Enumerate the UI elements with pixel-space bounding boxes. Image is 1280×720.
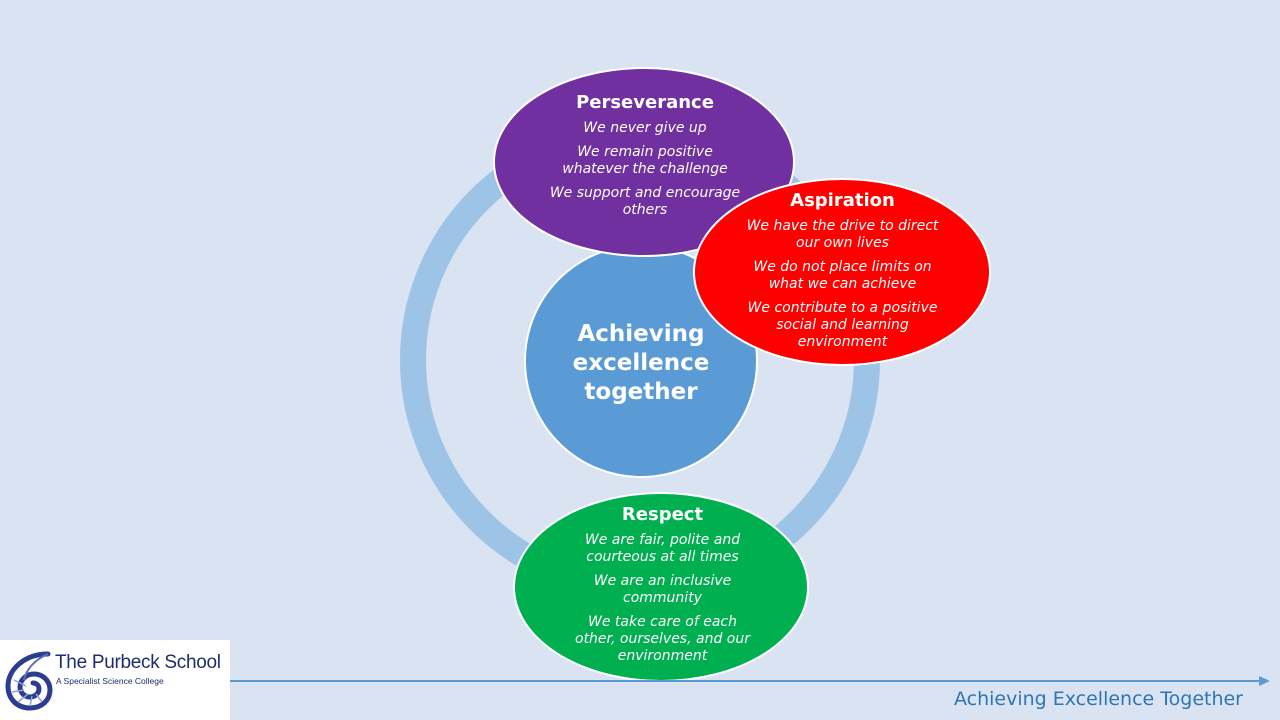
respect-title: Respect bbox=[621, 504, 704, 525]
footer-tagline: Achieving Excellence Together bbox=[953, 688, 1243, 710]
aspiration-statement-1: We have the drive to direct our own live… bbox=[746, 218, 939, 251]
aspiration-title: Aspiration bbox=[790, 190, 895, 211]
aspiration-statement-3: We contribute to a positive social and l… bbox=[747, 300, 938, 350]
respect-statement-2: We are an inclusive community bbox=[593, 573, 732, 606]
respect-statement-3: We take care of each other, ourselves, a… bbox=[575, 614, 750, 664]
aspiration-bubble: Aspiration We have the drive to direct o… bbox=[715, 190, 970, 360]
shell-icon bbox=[5, 651, 53, 711]
school-logo: The Purbeck School A Specialist Science … bbox=[0, 640, 230, 720]
perseverance-title: Perseverance bbox=[576, 92, 714, 113]
school-subtitle: A Specialist Science College bbox=[56, 676, 164, 686]
center-label: Achieving excellence together bbox=[572, 321, 710, 405]
school-name: The Purbeck School bbox=[55, 652, 221, 673]
respect-statement-1: We are fair, polite and courteous at all… bbox=[584, 532, 741, 565]
footer-arrowhead bbox=[1259, 676, 1270, 686]
perseverance-statement-2: We remain positive whatever the challeng… bbox=[562, 144, 728, 177]
respect-bubble: Respect We are fair, polite and courteou… bbox=[540, 504, 785, 674]
aspiration-statement-2: We do not place limits on what we can ac… bbox=[753, 259, 932, 292]
perseverance-statement-1: We never give up bbox=[583, 120, 707, 136]
